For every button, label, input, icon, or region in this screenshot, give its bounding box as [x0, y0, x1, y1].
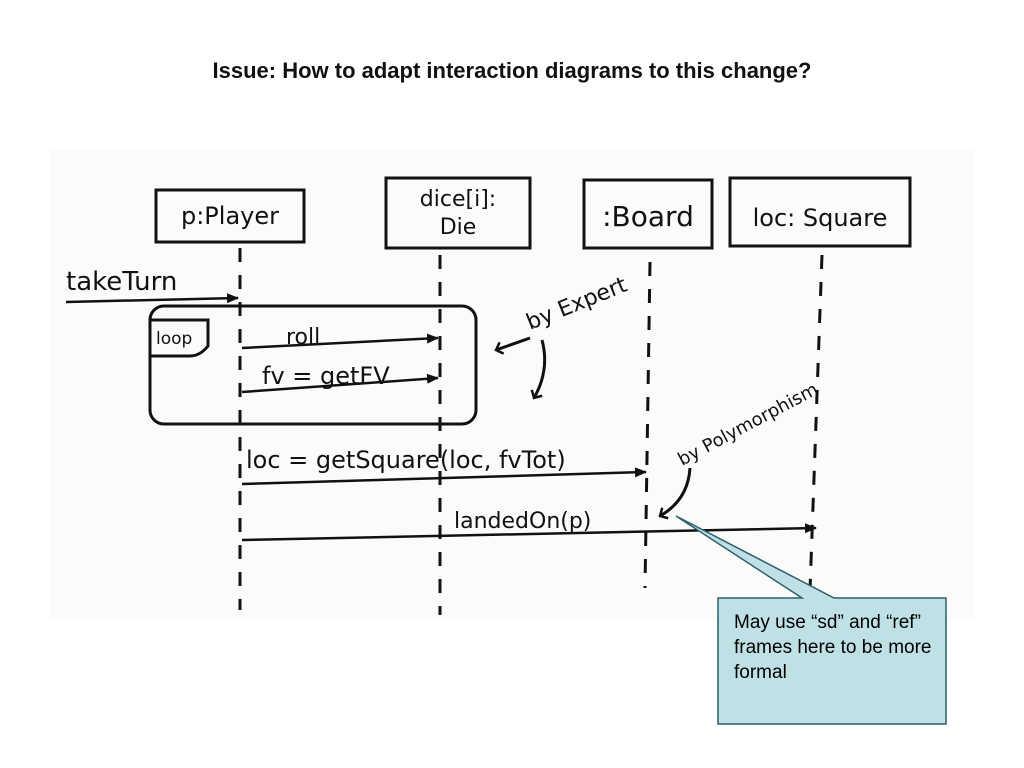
message-takeTurn: takeTurn	[65, 267, 239, 304]
lifeline-die: dice[i]: Die	[384, 176, 532, 615]
lifeline-label: p:Player	[181, 202, 279, 230]
message-arrow	[241, 467, 647, 486]
lifeline-box	[582, 178, 714, 250]
note-arrow	[530, 339, 547, 400]
callout-balloon	[675, 515, 947, 725]
callout-shape	[675, 515, 947, 725]
note-label: by Polymorphism	[674, 379, 821, 470]
message-label: loc = getSquare(loc, fvTot)	[246, 446, 566, 474]
message-roll: roll	[241, 325, 439, 350]
frame-tab	[150, 318, 210, 358]
lifeline-box	[728, 176, 912, 248]
hand-drawn-diagram	[50, 150, 975, 620]
note-by-expert: by Expert	[494, 273, 631, 400]
message-arrow	[241, 373, 439, 394]
lifeline-player: p:Player	[154, 188, 306, 610]
slide-title: Issue: How to adapt interaction diagrams…	[212, 58, 812, 83]
lifeline-square: loc: Square	[728, 176, 912, 591]
frame-label: loop	[156, 329, 192, 349]
lifeline-box	[154, 188, 306, 244]
loop-frame: loop	[148, 304, 478, 426]
callout-text: May use “sd” and “ref” frames here to be…	[734, 612, 932, 683]
message-arrow	[241, 333, 439, 350]
lifeline-line	[643, 261, 652, 589]
lifeline-label: loc: Square	[753, 204, 888, 232]
message-arrow	[65, 293, 239, 304]
lifeline-line	[808, 254, 824, 591]
message-landedOn: landedOn(p)	[241, 509, 817, 542]
frame-border	[148, 304, 478, 426]
note-by-polymorphism: by Polymorphism	[658, 379, 822, 520]
lifeline-label-line-2: Die	[440, 215, 477, 240]
note-label: by Expert	[523, 273, 631, 336]
message-getSquare: loc = getSquare(loc, fvTot)	[241, 446, 647, 486]
message-label: takeTurn	[66, 267, 177, 297]
note-arrow	[494, 336, 531, 355]
lifeline-label-line-1: dice[i]:	[420, 187, 496, 212]
message-label: landedOn(p)	[454, 509, 591, 534]
note-arrow	[658, 467, 692, 520]
message-getFV: fv = getFV	[241, 362, 439, 394]
message-arrow	[241, 523, 817, 542]
lifeline-box	[384, 176, 532, 250]
lifeline-board: :Board	[582, 178, 714, 589]
lifeline-label: :Board	[602, 200, 694, 233]
